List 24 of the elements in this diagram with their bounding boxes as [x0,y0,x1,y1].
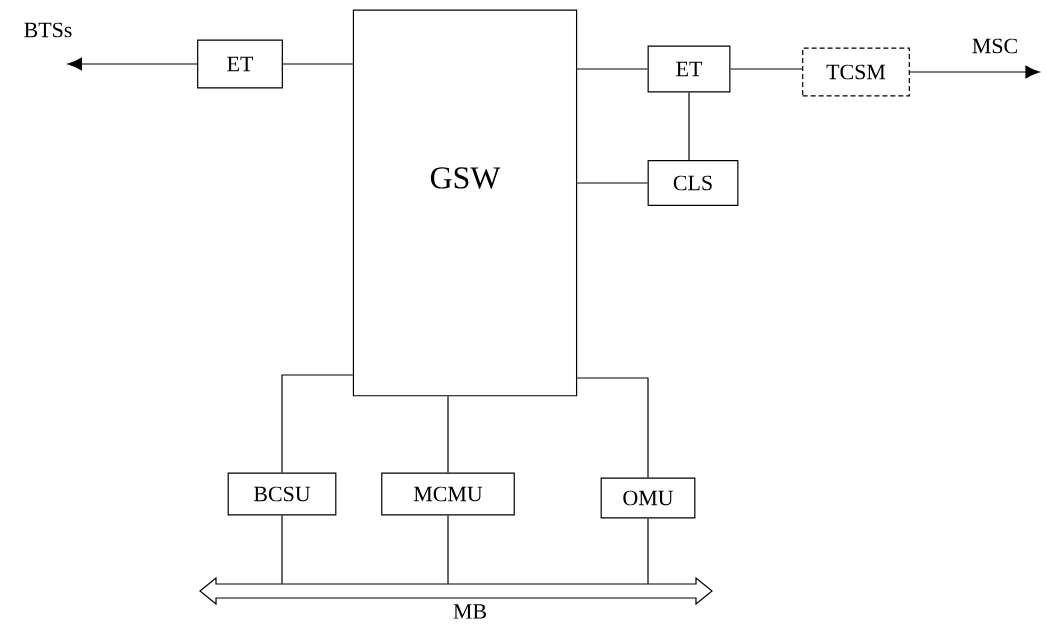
connector [447,514,449,585]
switch-box: GSW [352,9,578,397]
connector [281,514,283,585]
unit-box: ET [197,39,283,89]
connector [909,65,1040,79]
connector [447,395,449,474]
text-label: BTSs [24,22,72,38]
unit-box: MCMU [381,472,515,516]
connector [576,377,649,479]
connector [729,68,803,70]
connector [282,63,354,65]
connector [576,68,649,70]
dashed-box: TCSM [802,47,910,97]
node-label: MB [453,604,486,619]
connector [576,182,649,184]
unit-box: CLS [647,160,739,206]
text-label: MSC [972,38,1017,54]
unit-box: BCSU [227,472,337,516]
connector [67,57,198,71]
connector [281,374,354,474]
connector [647,517,649,585]
connector [688,91,690,161]
unit-box: OMU [600,477,696,519]
unit-box: ET [647,45,731,93]
